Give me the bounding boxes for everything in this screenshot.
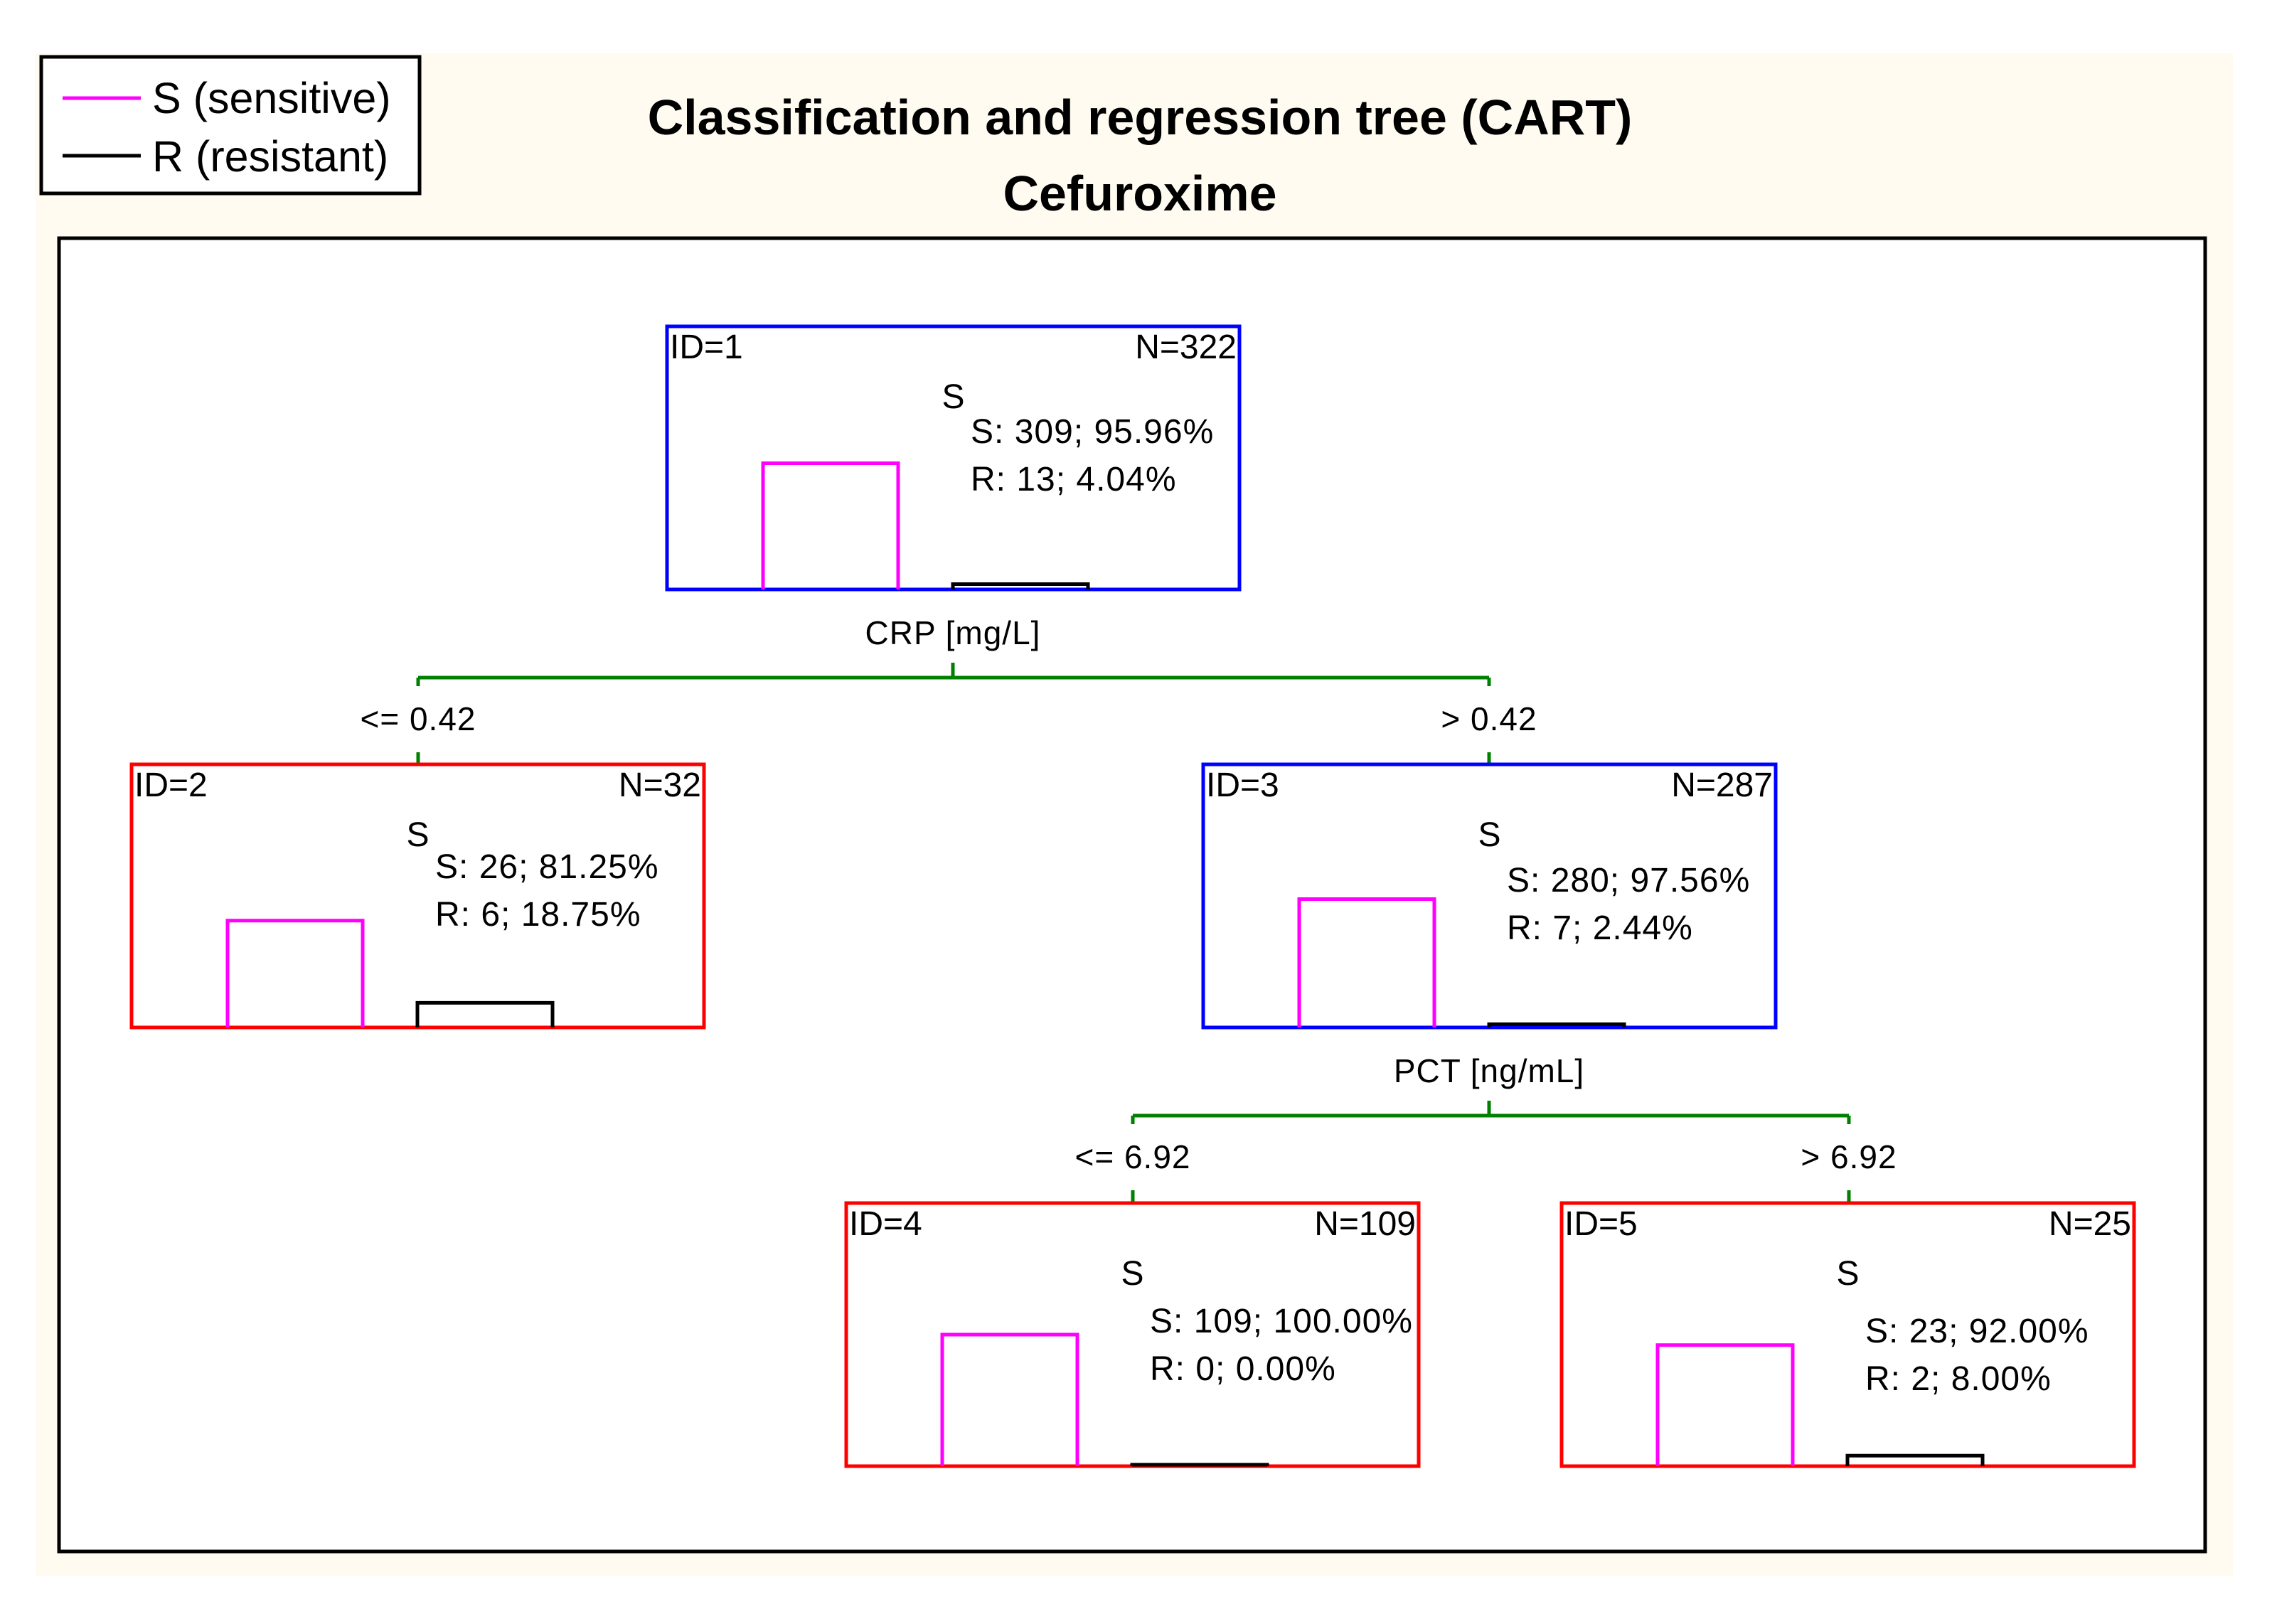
node-2-class-label: S — [406, 816, 429, 854]
legend: S (sensitive) R (resistant) — [39, 55, 422, 196]
node-3-class-label: S — [1478, 816, 1500, 854]
node-1-sensitive-stat: S: 309; 95.96% — [971, 413, 1214, 451]
split-right-crp: > 0.42 — [1441, 700, 1537, 737]
node-4-bar-sensitive — [940, 1332, 1079, 1466]
node-3-id-label: ID=3 — [1206, 766, 1279, 804]
node-5-bar-resistant — [1845, 1453, 1985, 1466]
legend-label-resistant: R (resistant) — [152, 132, 388, 181]
node-3-bar-sensitive — [1297, 897, 1436, 1027]
node-1-class-label: S — [942, 378, 964, 416]
node-3-sensitive-stat: S: 280; 97.56% — [1507, 862, 1750, 899]
node-4-sensitive-stat: S: 109; 100.00% — [1150, 1303, 1413, 1340]
node-2-id-label: ID=2 — [134, 766, 208, 804]
branches — [416, 663, 1851, 1203]
node-3-n-label: N=287 — [1671, 766, 1773, 804]
node-1-bar-resistant — [951, 582, 1090, 589]
node-1-n-label: N=322 — [1135, 328, 1237, 366]
node-5-n-label: N=25 — [2049, 1205, 2131, 1243]
node-2-bar-sensitive — [225, 919, 365, 1027]
split-right-pct: > 6.92 — [1801, 1138, 1897, 1175]
node-2-n-label: N=32 — [619, 766, 701, 804]
node-4-id-label: ID=4 — [849, 1205, 922, 1243]
node-5-id-label: ID=5 — [1564, 1205, 1638, 1243]
split-variable-pct: PCT [ng/mL] — [1394, 1052, 1584, 1089]
node-5-bar-sensitive — [1655, 1343, 1795, 1466]
node-2-bar-resistant — [415, 1000, 555, 1027]
node-5-sensitive-stat: S: 23; 92.00% — [1865, 1313, 2089, 1350]
node-4-bar-resistant — [1130, 1463, 1269, 1467]
node-1-resistant-stat: R: 13; 4.04% — [971, 461, 1177, 498]
node-2-resistant-stat: R: 6; 18.75% — [435, 896, 641, 934]
node-2-sensitive-stat: S: 26; 81.25% — [435, 848, 659, 886]
node-4-class-label: S — [1121, 1255, 1143, 1293]
node-4-resistant-stat: R: 0; 0.00% — [1150, 1350, 1336, 1388]
node-5-resistant-stat: R: 2; 8.00% — [1865, 1360, 2052, 1398]
node-4-n-label: N=109 — [1314, 1205, 1416, 1243]
diagram-title: Classification and regression tree (CART… — [648, 90, 1633, 145]
diagram-subtitle: Cefuroxime — [1003, 166, 1276, 221]
node-5-class-label: S — [1836, 1255, 1859, 1293]
legend-label-sensitive: S (sensitive) — [152, 74, 391, 122]
split-variable-crp: CRP [mg/L] — [865, 614, 1041, 651]
node-3-resistant-stat: R: 7; 2.44% — [1507, 909, 1693, 947]
node-3-bar-resistant — [1487, 1022, 1626, 1027]
split-left-pct: <= 6.92 — [1074, 1138, 1190, 1175]
legend-box — [39, 55, 422, 196]
node-1-id-label: ID=1 — [670, 328, 743, 366]
split-left-crp: <= 0.42 — [360, 700, 476, 737]
node-1-bar-sensitive — [761, 461, 900, 589]
